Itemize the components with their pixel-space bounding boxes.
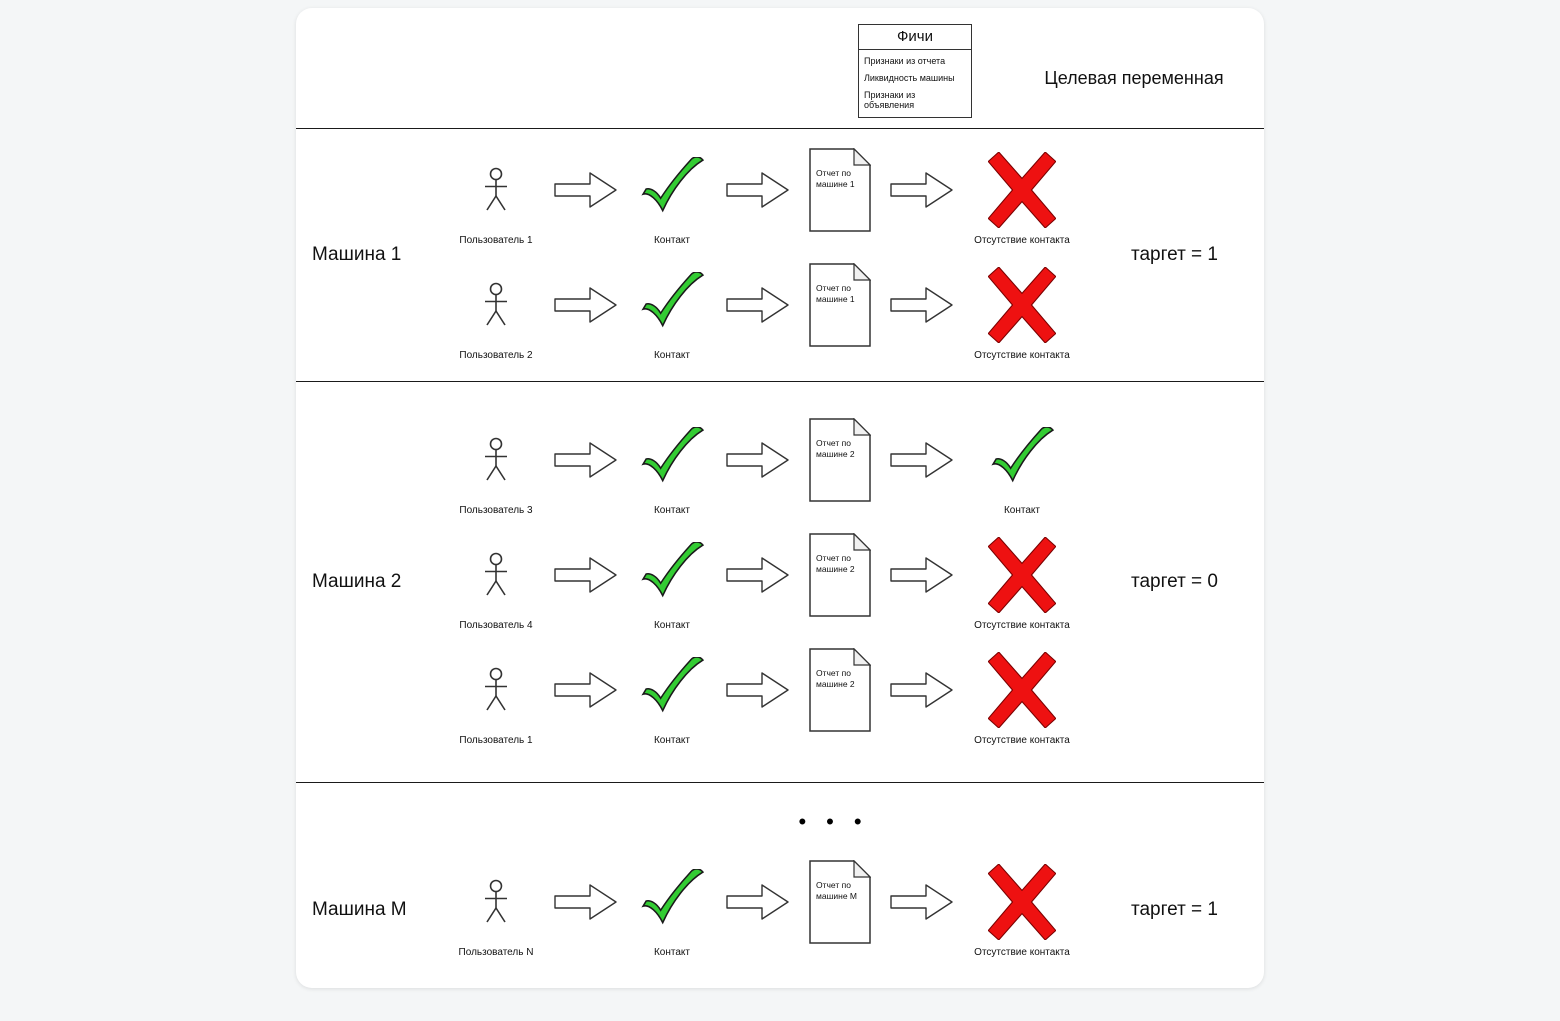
section-machine-1: Машина 1 Пользователь 1 (296, 129, 1264, 382)
outcome-label: Отсутствие контакта (974, 619, 1070, 631)
pipeline-row: Пользователь 3 Контакт (456, 416, 1072, 519)
pipeline-row: Пользователь N Контакт (456, 858, 1072, 961)
arrow-right-icon (890, 287, 953, 323)
target-label: таргет = 1 (1131, 898, 1218, 920)
report-document-icon: Отчет по машине 2 (809, 417, 871, 502)
outcome-label: Контакт (1003, 504, 1040, 516)
user-icon (485, 667, 507, 710)
report-document-icon: Отчет по машине M (809, 860, 871, 944)
check-icon (991, 426, 1055, 482)
x-icon (988, 536, 1056, 613)
diagram-card: Фичи Признаки из отчета Ликвидность маши… (296, 8, 1264, 988)
arrow-right-icon (554, 671, 617, 708)
user-label: Пользователь 2 (459, 350, 533, 361)
x-icon (988, 864, 1056, 940)
feature-item: Признаки из объявления (864, 89, 916, 111)
header: Фичи Признаки из отчета Ликвидность маши… (296, 8, 1264, 129)
report-text: Отчет по машине 2 (816, 667, 855, 689)
pipeline-row: Пользователь 2 Контакт (456, 261, 1072, 364)
x-icon (988, 267, 1056, 343)
user-label: Пользователь 3 (459, 504, 533, 516)
user-icon (485, 437, 507, 480)
section-name: Машина 2 (312, 571, 402, 592)
pipeline-row: Пользователь 1 Контакт (456, 646, 1072, 749)
check-icon (641, 656, 705, 712)
arrow-right-icon (554, 884, 617, 920)
outcome-label: Отсутствие контакта (974, 734, 1070, 746)
section-name: Машина 1 (312, 244, 402, 265)
user-label: Пользователь 1 (459, 235, 533, 246)
x-icon (988, 152, 1056, 228)
rows-machine-m: Пользователь N Контакт (444, 831, 1072, 988)
contact-label: Контакт (653, 504, 690, 516)
feature-item: Признаки из отчета (864, 56, 946, 66)
contact-label: Контакт (653, 619, 690, 631)
report-document-icon: Отчет по машине 2 (809, 647, 871, 732)
ellipsis-dots: ••• (798, 809, 882, 834)
feature-item: Ликвидность машины (864, 72, 955, 83)
user-icon (485, 879, 507, 923)
arrow-right-icon (726, 287, 789, 323)
arrow-right-icon (554, 287, 617, 323)
user-label: Пользователь 4 (459, 619, 533, 631)
contact-label: Контакт (653, 734, 690, 746)
x-icon (988, 651, 1056, 728)
section-machine-m: ••• Машина M Пользователь N (296, 783, 1264, 988)
report-text: Отчет по машине 2 (816, 437, 855, 459)
pipeline-row: Пользователь 1 Контакт (456, 146, 1072, 249)
rows-machine-1: Пользователь 1 Контакт (444, 129, 1072, 381)
arrow-right-icon (554, 556, 617, 593)
report-text: Отчет по машине 2 (816, 552, 855, 574)
user-label: Пользователь N (458, 947, 534, 958)
report-text: Отчет по машине M (816, 880, 858, 902)
arrow-right-icon (890, 441, 953, 478)
arrow-right-icon (726, 172, 789, 208)
section-name: Машина M (312, 898, 407, 920)
outcome-label: Отсутствие контакта (974, 350, 1070, 361)
contact-label: Контакт (653, 350, 690, 361)
arrow-right-icon (890, 671, 953, 708)
report-document-icon: Отчет по машине 1 (809, 148, 871, 232)
arrow-right-icon (554, 172, 617, 208)
report-document-icon: Отчет по машине 2 (809, 532, 871, 617)
features-box: Фичи Признаки из отчета Ликвидность маши… (858, 24, 972, 119)
contact-label: Контакт (653, 947, 690, 958)
user-icon (485, 167, 507, 211)
arrow-right-icon (890, 556, 953, 593)
features-title: Фичи (859, 25, 971, 50)
check-icon (641, 541, 705, 597)
check-icon (641, 869, 705, 925)
target-label: таргет = 0 (1131, 571, 1218, 592)
user-icon (485, 552, 507, 595)
report-document-icon: Отчет по машине 1 (809, 263, 871, 347)
outcome-label: Отсутствие контакта (974, 235, 1070, 246)
check-icon (641, 272, 705, 328)
arrow-right-icon (554, 441, 617, 478)
arrow-right-icon (726, 671, 789, 708)
check-icon (641, 426, 705, 482)
contact-label: Контакт (653, 235, 690, 246)
section-machine-2: Машина 2 Пользователь 3 (296, 382, 1264, 783)
arrow-right-icon (726, 556, 789, 593)
target-label: таргет = 1 (1131, 244, 1218, 265)
outcome-label: Отсутствие контакта (974, 947, 1070, 958)
arrow-right-icon (726, 884, 789, 920)
pipeline-row: Пользователь 4 Контакт (456, 531, 1072, 634)
arrow-right-icon (726, 441, 789, 478)
user-icon (485, 282, 507, 326)
report-text: Отчет по машине 1 (816, 283, 855, 305)
arrow-right-icon (890, 172, 953, 208)
target-variable-label: Целевая переменная (1044, 68, 1224, 88)
check-icon (641, 157, 705, 213)
report-text: Отчет по машине 1 (816, 168, 855, 190)
arrow-right-icon (890, 884, 953, 920)
rows-machine-2: Пользователь 3 Контакт (444, 382, 1072, 782)
user-label: Пользователь 1 (459, 734, 533, 746)
